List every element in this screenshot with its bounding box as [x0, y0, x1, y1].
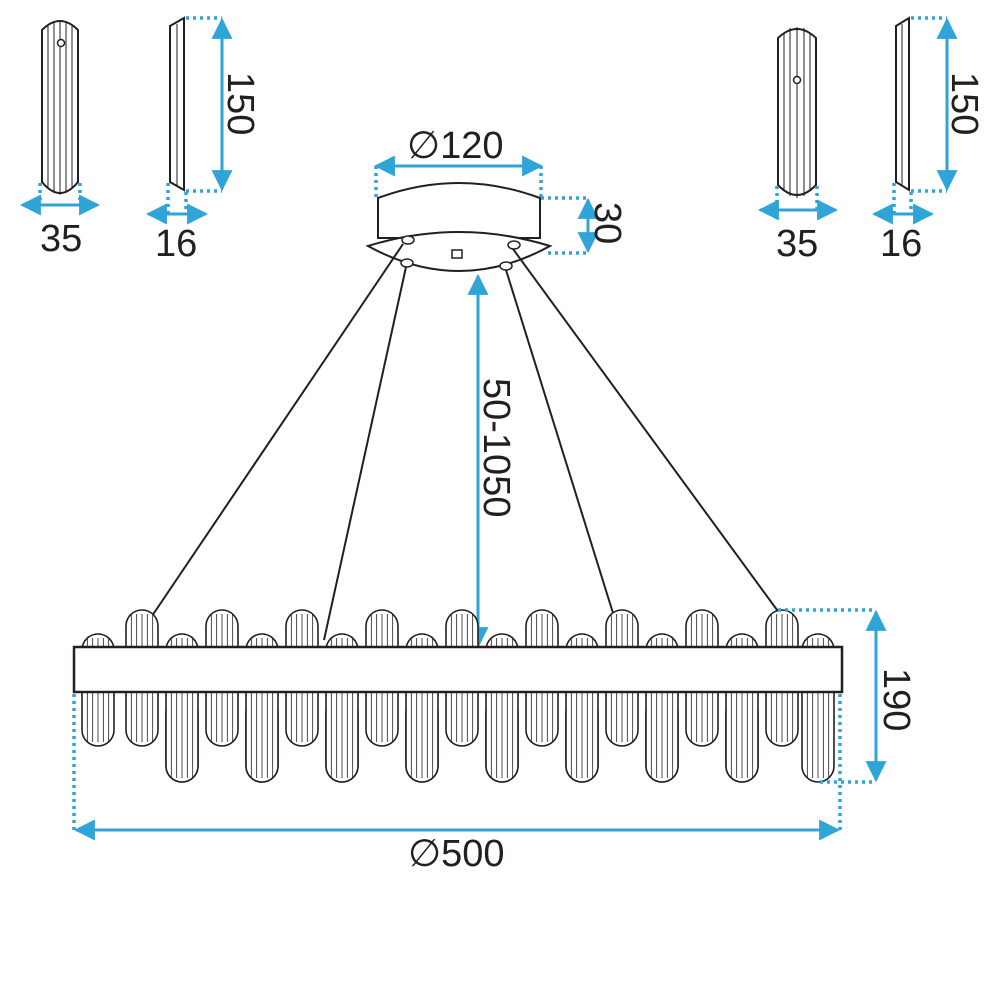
canopy-diameter-label: ∅120: [407, 125, 504, 167]
crystal-thickness-dimension-right: [871, 183, 935, 225]
crystal-height-dimension-right: [911, 16, 958, 193]
crystal-width-label-right: 35: [776, 223, 818, 265]
crystal-thickness-label-right: 16: [880, 223, 922, 265]
canopy-height-dimension: [541, 196, 599, 255]
cable-length-label: 50-1050: [475, 378, 517, 517]
crystal-thickness-dimension-left: [145, 183, 209, 225]
suspension-cables: [151, 243, 781, 641]
canopy-height-label: 30: [586, 202, 628, 244]
ceiling-canopy: [365, 182, 553, 272]
crystal-height-dimension-left: [186, 16, 233, 193]
canopy-diameter-dimension: [373, 155, 544, 198]
crystal-height-label-left: 150: [219, 72, 261, 135]
crystal-front-view-left: [41, 20, 79, 195]
lamp-height-dimension: [778, 608, 887, 784]
lamp-diameter-dimension: [72, 694, 842, 841]
crystal-side-view-right: [895, 16, 910, 192]
crystal-height-label-right: 150: [943, 72, 985, 135]
lamp-height-label: 190: [875, 668, 917, 731]
crystal-width-label-left: 35: [40, 218, 82, 260]
lamp-ring-body: [72, 645, 844, 694]
crystal-width-dimension-right: [757, 186, 839, 221]
crystal-front-view-right: [777, 27, 817, 198]
crystal-side-view-left: [169, 16, 185, 192]
lamp-diameter-label: ∅500: [408, 833, 505, 875]
crystal-thickness-label-left: 16: [155, 223, 197, 265]
crystal-width-dimension-left: [19, 183, 101, 216]
